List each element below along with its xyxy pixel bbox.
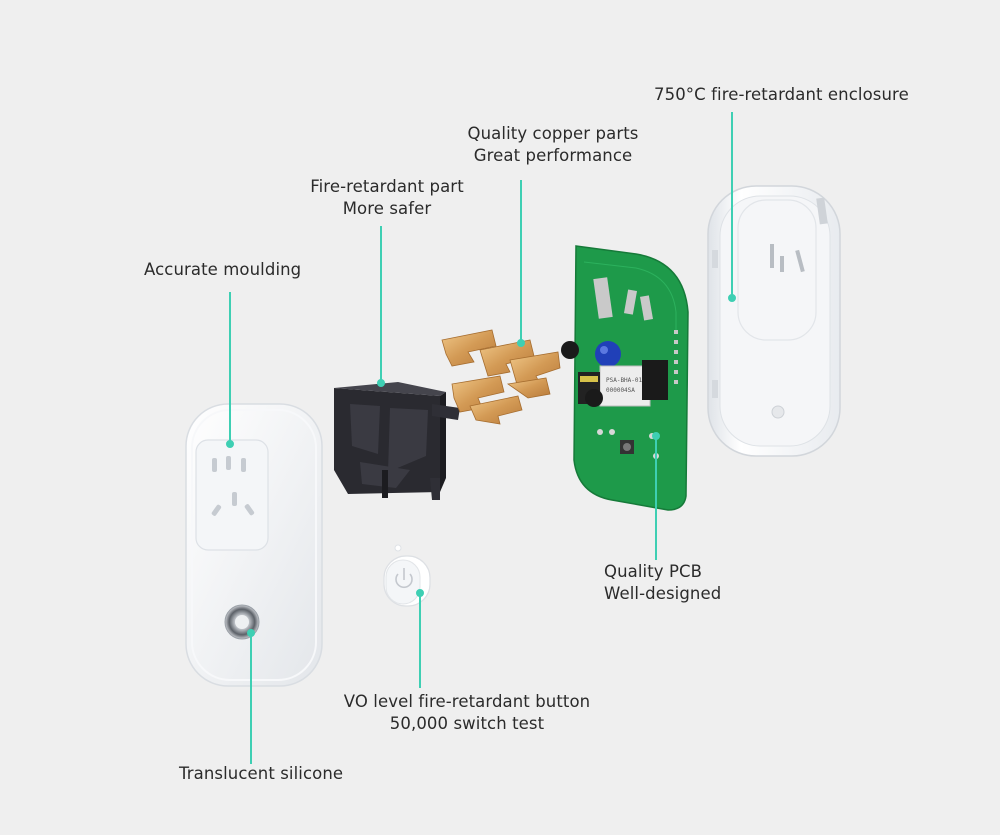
callout-moulding: Accurate moulding	[144, 259, 301, 281]
copper-parts	[441, 329, 561, 425]
leader-dot-pcb	[652, 432, 660, 440]
callout-button: VO level fire-retardant button 50,000 sw…	[336, 691, 598, 735]
callout-button-line1: VO level fire-retardant button	[343, 692, 591, 711]
front-shell	[185, 403, 323, 687]
callout-moulding-line1: Accurate moulding	[144, 260, 302, 279]
leader-dot-enclosure	[728, 294, 736, 302]
callout-enclosure: 750°C fire-retardant enclosure	[654, 84, 909, 106]
leader-dot-silicone	[247, 629, 255, 637]
callout-fire-part-line1: Fire-retardant part	[310, 177, 464, 196]
leader-lines	[226, 112, 736, 764]
callout-pcb: Quality PCB Well-designed	[604, 561, 721, 605]
callout-pcb-line2: Well-designed	[604, 584, 722, 603]
fire-retardant-button-part	[383, 544, 431, 607]
pcb-board: PSA-BHA-01 000004SA	[561, 245, 689, 511]
leader-dot-moulding	[226, 440, 234, 448]
callout-fire-part-line2: More safer	[342, 199, 432, 218]
callout-silicone: Translucent silicone	[179, 763, 343, 785]
callout-enclosure-line1: 750°C fire-retardant enclosure	[654, 85, 909, 104]
callout-pcb-line1: Quality PCB	[604, 562, 703, 581]
fire-retardant-part	[334, 382, 460, 500]
leader-dot-copper	[517, 339, 525, 347]
callout-button-line2: 50,000 switch test	[389, 714, 545, 733]
pcb-code-text: 000004SA	[606, 387, 635, 394]
callout-silicone-line1: Translucent silicone	[179, 764, 344, 783]
leader-dot-fire-part	[377, 379, 385, 387]
callout-fire-part: Fire-retardant part More safer	[296, 176, 478, 220]
callout-copper: Quality copper parts Great performance	[455, 123, 651, 167]
callout-copper-line2: Great performance	[473, 146, 633, 165]
back-enclosure	[707, 185, 841, 457]
pcb-model-text: PSA-BHA-01	[606, 377, 643, 384]
callout-copper-line1: Quality copper parts	[467, 124, 639, 143]
leader-dot-button	[416, 589, 424, 597]
